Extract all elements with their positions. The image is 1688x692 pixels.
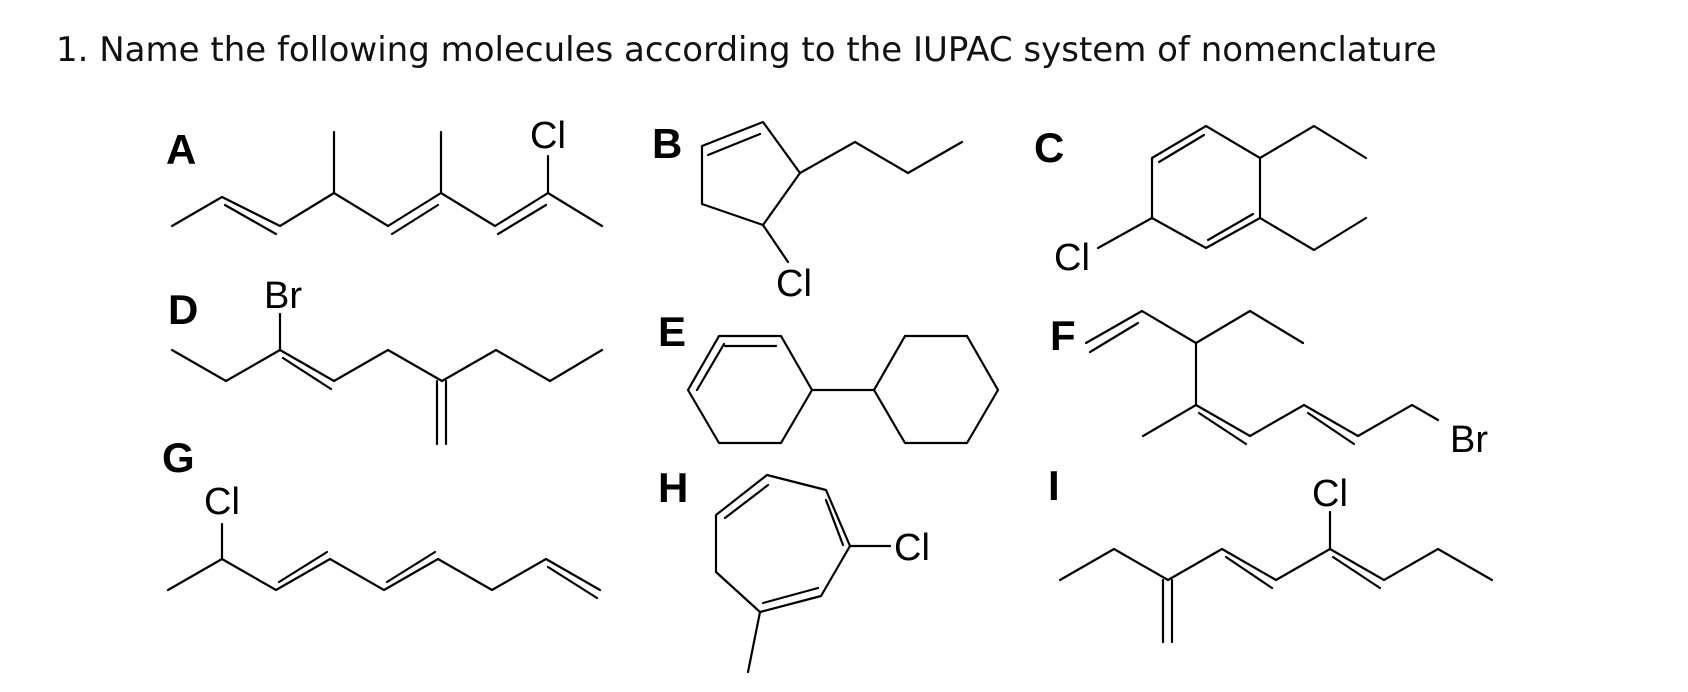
atom-chlorine: Cl — [894, 527, 930, 569]
molecule-f: F Br — [1050, 309, 1488, 461]
molecule-a: A Cl — [166, 115, 604, 236]
molecule-label-g: G — [162, 434, 195, 481]
molecule-d-bonds — [170, 312, 604, 446]
molecule-d: D Br — [168, 275, 604, 446]
molecule-i: I Cl — [1048, 462, 1494, 644]
atom-chlorine: Cl — [1312, 473, 1348, 515]
molecule-b-bonds — [700, 120, 964, 264]
atom-bromine: Br — [264, 275, 302, 317]
atom-chlorine: Cl — [776, 263, 812, 305]
molecule-g-bonds — [166, 522, 602, 600]
molecule-c: C Cl — [1034, 124, 1368, 279]
molecule-label-i: I — [1048, 462, 1060, 509]
atom-bromine: Br — [1450, 419, 1488, 461]
molecule-label-f: F — [1050, 312, 1076, 359]
molecule-a-bonds — [170, 130, 604, 236]
molecule-label-e: E — [658, 308, 686, 355]
molecule-label-b: B — [652, 120, 682, 167]
molecule-h: H Cl — [658, 464, 930, 674]
molecule-c-bonds — [1096, 124, 1368, 252]
molecule-label-c: C — [1034, 124, 1064, 171]
molecule-i-bonds — [1058, 510, 1494, 644]
molecule-label-h: H — [658, 464, 688, 511]
molecule-g: G Cl — [162, 434, 602, 600]
molecule-f-bonds — [1084, 309, 1440, 446]
molecule-label-d: D — [168, 286, 198, 333]
question-text: 1. Name the following molecules accordin… — [56, 30, 1437, 70]
molecule-e: E — [658, 308, 1000, 445]
molecule-e-bonds — [686, 334, 1000, 445]
atom-chlorine: Cl — [204, 481, 240, 523]
molecule-h-bonds — [714, 473, 892, 674]
molecule-label-a: A — [166, 126, 196, 173]
atom-chlorine: Cl — [1054, 237, 1090, 279]
atom-chlorine: Cl — [530, 115, 566, 157]
molecule-b: B Cl — [652, 120, 964, 305]
